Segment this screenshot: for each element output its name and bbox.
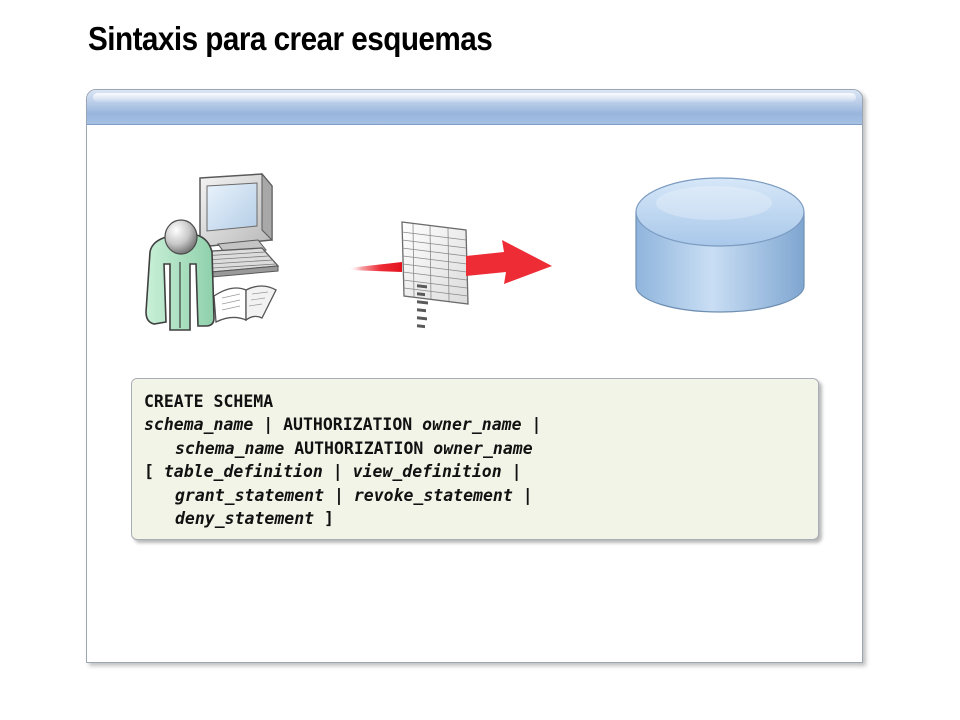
- syntax-line-2: schema_name | AUTHORIZATION owner_name |: [144, 413, 818, 436]
- monitor-icon: [199, 172, 273, 256]
- user-at-computer-icon: [145, 172, 280, 331]
- argument: revoke_statement: [353, 485, 513, 505]
- separator: |: [501, 462, 522, 482]
- argument: owner_name: [433, 438, 533, 458]
- bracket-open: [: [144, 462, 164, 482]
- argument: table_definition: [163, 462, 323, 482]
- argument: schema_name: [144, 415, 254, 435]
- panel-header-bar: [87, 90, 862, 125]
- syntax-line-3: schema_name AUTHORIZATION owner_name: [144, 437, 818, 460]
- schema-document-icon: [401, 221, 469, 329]
- syntax-code-box: CREATE SCHEMA schema_name | AUTHORIZATIO…: [131, 378, 819, 540]
- argument: view_definition: [352, 462, 502, 482]
- separator: |: [322, 462, 353, 482]
- open-book-icon: [213, 285, 277, 324]
- red-arrow-icon: [348, 240, 552, 284]
- database-cylinder-icon: [635, 177, 805, 313]
- bracket-close: ]: [314, 509, 334, 529]
- keyword: AUTHORIZATION: [283, 415, 423, 435]
- syntax-line-5: grant_statement | revoke_statement |: [144, 484, 818, 507]
- person-icon: [145, 219, 215, 331]
- separator: |: [521, 415, 542, 435]
- argument: schema_name: [175, 438, 285, 458]
- syntax-line-1: CREATE SCHEMA: [144, 390, 818, 413]
- argument: deny_statement: [175, 509, 315, 529]
- page-title: Sintaxis para crear esquemas: [88, 20, 493, 57]
- separator: |: [512, 485, 533, 505]
- syntax-line-6: deny_statement ]: [144, 507, 818, 530]
- argument: owner_name: [422, 415, 522, 435]
- separator: |: [253, 415, 284, 435]
- syntax-line-4: [ table_definition | view_definition |: [144, 460, 818, 483]
- keyword: CREATE SCHEMA: [144, 392, 274, 411]
- separator: |: [324, 485, 354, 505]
- argument: grant_statement: [175, 485, 325, 505]
- keyword: AUTHORIZATION: [284, 438, 434, 458]
- panel-header-shine: [93, 93, 856, 102]
